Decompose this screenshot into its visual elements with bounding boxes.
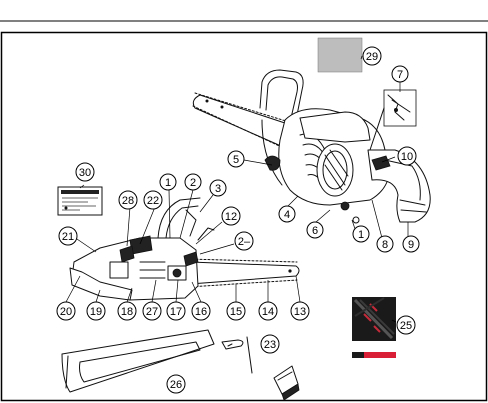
callout-12: 12 bbox=[221, 206, 241, 226]
svg-text:2–: 2– bbox=[238, 236, 251, 248]
svg-text:10: 10 bbox=[401, 151, 413, 163]
svg-text:21: 21 bbox=[62, 231, 74, 243]
svg-text:9: 9 bbox=[408, 239, 414, 251]
callout-23: 23 bbox=[260, 334, 280, 354]
callout-18: 18 bbox=[117, 301, 137, 321]
rating-plate-30 bbox=[57, 186, 103, 216]
svg-text:2: 2 bbox=[190, 177, 196, 189]
svg-text:29: 29 bbox=[366, 51, 378, 63]
callout-25: 25 bbox=[396, 315, 416, 335]
svg-text:30: 30 bbox=[79, 167, 91, 179]
svg-text:8: 8 bbox=[382, 239, 388, 251]
svg-text:25: 25 bbox=[400, 320, 412, 332]
callout-22: 22 bbox=[143, 190, 163, 210]
svg-text:16: 16 bbox=[195, 306, 207, 318]
page-frame bbox=[0, 20, 488, 402]
callout-21: 21 bbox=[58, 226, 78, 246]
callout-19: 19 bbox=[86, 301, 106, 321]
callout-2b: 2– bbox=[234, 231, 254, 251]
svg-text:6: 6 bbox=[312, 225, 318, 237]
callout-4: 4 bbox=[278, 205, 296, 223]
callout-13: 13 bbox=[290, 301, 310, 321]
callout-30: 30 bbox=[75, 162, 95, 182]
svg-text:1: 1 bbox=[165, 177, 171, 189]
callout-26: 26 bbox=[166, 374, 186, 394]
callout-2: 2 bbox=[184, 173, 202, 191]
svg-text:14: 14 bbox=[262, 306, 274, 318]
callout-27: 27 bbox=[142, 301, 162, 321]
svg-text:18: 18 bbox=[121, 306, 133, 318]
callout-8: 8 bbox=[376, 235, 394, 253]
callout-5: 5 bbox=[227, 150, 245, 168]
svg-text:20: 20 bbox=[60, 306, 72, 318]
svg-text:5: 5 bbox=[233, 154, 239, 166]
chainsaw-large-illustration bbox=[192, 69, 431, 224]
svg-text:15: 15 bbox=[230, 306, 242, 318]
svg-text:27: 27 bbox=[146, 306, 158, 318]
plate-29 bbox=[317, 37, 363, 73]
callout-29: 29 bbox=[362, 46, 382, 66]
callout-16: 16 bbox=[191, 301, 211, 321]
callout-20: 20 bbox=[56, 301, 76, 321]
leader-lines bbox=[65, 55, 409, 323]
svg-text:1: 1 bbox=[358, 229, 364, 241]
callout-14: 14 bbox=[258, 301, 278, 321]
callout-1: 1 bbox=[159, 173, 177, 191]
chain-photo-25 bbox=[352, 297, 396, 358]
tools-23 bbox=[221, 336, 300, 401]
guide-bar-cover-26 bbox=[61, 329, 215, 393]
svg-text:12: 12 bbox=[225, 211, 237, 223]
callout-1b: 1 bbox=[352, 225, 370, 243]
svg-text:28: 28 bbox=[122, 195, 134, 207]
svg-text:7: 7 bbox=[397, 69, 403, 81]
svg-text:4: 4 bbox=[284, 209, 290, 221]
callout-7: 7 bbox=[391, 65, 409, 83]
callout-17: 17 bbox=[166, 301, 186, 321]
callout-15: 15 bbox=[226, 301, 246, 321]
callout-10: 10 bbox=[397, 146, 417, 166]
svg-text:23: 23 bbox=[264, 339, 276, 351]
svg-text:17: 17 bbox=[170, 306, 182, 318]
svg-text:22: 22 bbox=[147, 195, 159, 207]
callout-9: 9 bbox=[402, 235, 420, 253]
svg-text:19: 19 bbox=[90, 306, 102, 318]
svg-text:13: 13 bbox=[294, 306, 306, 318]
svg-text:3: 3 bbox=[215, 183, 221, 195]
callout-3: 3 bbox=[209, 179, 227, 197]
chainsaw-side-illustration bbox=[69, 197, 300, 301]
callout-28: 28 bbox=[118, 190, 138, 210]
svg-text:26: 26 bbox=[170, 379, 182, 391]
callout-6: 6 bbox=[306, 221, 324, 239]
